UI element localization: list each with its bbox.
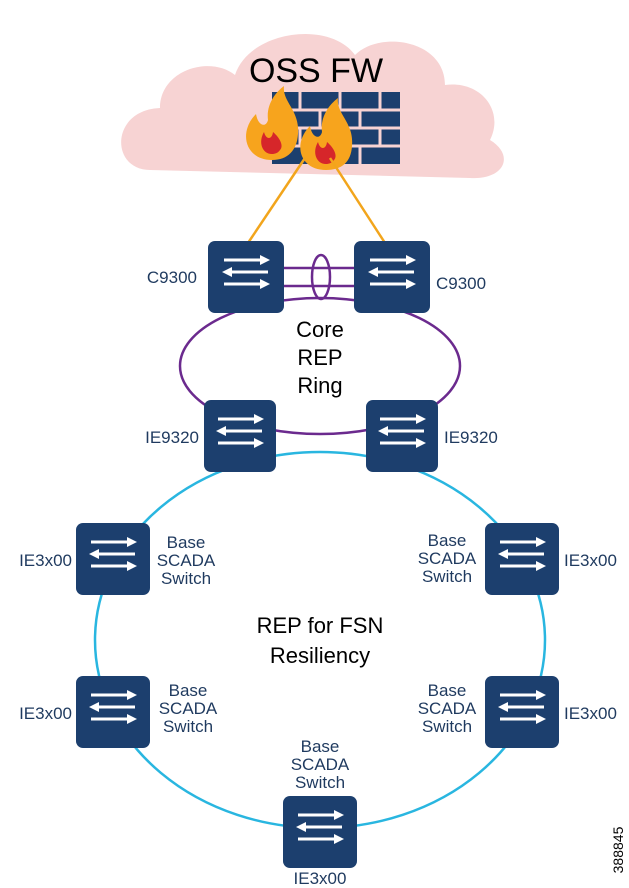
switch-c9300-right — [354, 241, 430, 313]
ie9320-right-label: IE9320 — [444, 428, 498, 447]
node-label-right-upper-1: Base — [428, 531, 467, 550]
node-label-right-upper-3: Switch — [422, 567, 472, 586]
node-label-right-lower-3: Switch — [422, 717, 472, 736]
node-label-left-upper-1: Base — [167, 533, 206, 552]
node-label-left-lower-1: Base — [169, 681, 208, 700]
node-label-right-lower-2: SCADA — [418, 699, 477, 718]
node-model-left-upper: IE3x00 — [19, 551, 72, 570]
node-model-right-lower: IE3x00 — [564, 704, 617, 723]
core-ring-label-3: Ring — [297, 373, 342, 398]
switch-ie3x00-right-lower — [485, 676, 559, 748]
ie9320-left-label: IE9320 — [145, 428, 199, 447]
c9300-right-label: C9300 — [436, 274, 486, 293]
node-label-right-upper-2: SCADA — [418, 549, 477, 568]
firewall-icon — [246, 86, 400, 170]
switch-ie3x00-left-upper — [76, 523, 150, 595]
node-label-left-upper-3: Switch — [161, 569, 211, 588]
node-label-left-lower-2: SCADA — [159, 699, 218, 718]
node-label-bottom-2: SCADA — [291, 755, 350, 774]
switch-c9300-left — [208, 241, 284, 313]
node-model-right-upper: IE3x00 — [564, 551, 617, 570]
switch-ie3x00-left-lower — [76, 676, 150, 748]
fsn-ring-label-2: Resiliency — [270, 643, 370, 668]
fsn-ring-label-1: REP for FSN — [257, 613, 384, 638]
core-ring-label-2: REP — [297, 345, 342, 370]
c9300-left-label: C9300 — [147, 268, 197, 287]
core-ring-label-1: Core — [296, 317, 344, 342]
node-label-bottom-3: Switch — [295, 773, 345, 792]
switch-ie3x00-right-upper — [485, 523, 559, 595]
switch-ie9320-left — [204, 400, 276, 472]
node-model-bottom: IE3x00 — [294, 869, 347, 888]
node-label-right-lower-1: Base — [428, 681, 467, 700]
node-label-left-upper-2: SCADA — [157, 551, 216, 570]
uplink-lines — [246, 157, 387, 244]
switch-ie9320-right — [366, 400, 438, 472]
switch-ie3x00-bottom — [283, 796, 357, 868]
node-label-bottom-1: Base — [301, 737, 340, 756]
node-model-left-lower: IE3x00 — [19, 704, 72, 723]
cloud-title: OSS FW — [249, 52, 383, 90]
node-label-left-lower-3: Switch — [163, 717, 213, 736]
figure-id: 388845 — [610, 826, 626, 873]
core-port-channel — [282, 253, 358, 301]
